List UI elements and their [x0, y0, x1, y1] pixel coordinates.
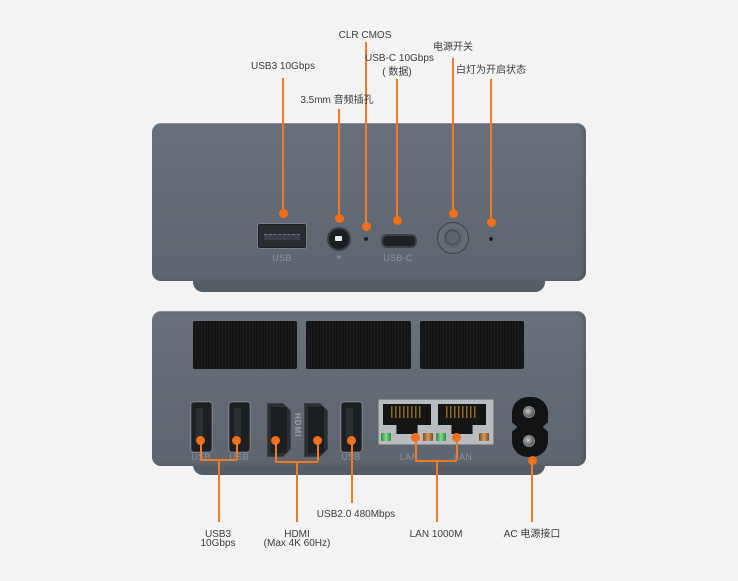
- callout-line-usb2: [351, 440, 353, 503]
- callout-bracket-hdmi-right: [317, 440, 319, 461]
- lan-1-link-led: [381, 433, 391, 441]
- callout-line-usb3-front: [282, 78, 284, 212]
- label-audio-jack: 3.5mm 音频插孔: [300, 95, 374, 106]
- lan-2-link-led: [436, 433, 446, 441]
- lan-2-activity-led: [479, 433, 489, 441]
- clr-cmos-hole: [364, 237, 368, 241]
- label-led-status: 白灯为开启状态: [456, 65, 526, 76]
- front-usbc-label: USB-C: [383, 253, 413, 263]
- rear-usb-label-3: USB: [338, 452, 364, 462]
- headphone-icon: ⚭: [335, 252, 343, 262]
- callout-dot-audio: [334, 213, 344, 223]
- label-hdmi-line2: (Max 4K 60Hz): [263, 538, 331, 549]
- callout-dot-usb3-front: [278, 208, 288, 218]
- callout-line-hdmi: [296, 461, 298, 522]
- ac-pin-bottom: [523, 435, 535, 447]
- callout-line-led: [490, 79, 492, 221]
- label-power-switch: 电源开关: [433, 42, 473, 53]
- label-usb3-rear-line1: USB3: [204, 529, 232, 540]
- callout-dot-led: [486, 217, 496, 227]
- lan-port-1: [383, 404, 431, 434]
- lan-port-2: [438, 404, 486, 434]
- label-usbc-speed: USB-C 10Gbps: [365, 53, 434, 64]
- callout-bracket-usb3-right: [236, 440, 238, 459]
- vent-center: [306, 321, 411, 369]
- callout-line-ac: [531, 460, 533, 522]
- callout-line-lan: [436, 460, 438, 522]
- hdmi-label: HDMI: [293, 413, 302, 438]
- hdmi-port-2: [304, 403, 328, 457]
- callout-dot-usbc: [392, 215, 402, 225]
- rear-usb-label-2: USB: [229, 452, 249, 462]
- callout-line-audio: [338, 109, 340, 217]
- label-usbc-data: ( 数据): [382, 67, 412, 78]
- label-usb3-rear-line2: 10Gbps: [200, 538, 236, 549]
- lan-label-1: LAN: [399, 452, 419, 462]
- label-hdmi-line1: HDMI: [284, 529, 310, 540]
- label-usb3-front: USB3 10Gbps: [251, 61, 315, 72]
- vent-right: [420, 321, 524, 369]
- label-usb2: USB2.0 480Mbps: [316, 509, 396, 520]
- status-led: [489, 237, 493, 241]
- rear-usb3-port-1: [191, 402, 212, 452]
- callout-bracket-lan-right: [456, 437, 458, 460]
- callout-bracket-hdmi-left: [275, 440, 277, 461]
- rear-usb2-port: [341, 402, 362, 452]
- ac-power-inlet: [512, 397, 548, 457]
- lan-1-activity-led: [423, 433, 433, 441]
- hdmi-port-1: [267, 403, 291, 457]
- front-device-body: [152, 123, 586, 281]
- front-usb-label: USB: [272, 253, 292, 263]
- label-ac-power: AC 电源接口: [503, 529, 561, 540]
- callout-line-usb3-rear: [218, 459, 220, 522]
- label-lan: LAN 1000M: [409, 529, 463, 540]
- callout-bracket-lan-left: [415, 437, 417, 460]
- vent-left: [193, 321, 297, 369]
- callout-dot-power: [448, 208, 458, 218]
- lan-label-2: LAN: [453, 452, 473, 462]
- lan-ports: [378, 399, 494, 445]
- power-button: [437, 222, 469, 254]
- rear-usb3-port-2: [229, 402, 250, 452]
- label-clr-cmos: CLR CMOS: [338, 30, 392, 41]
- callout-line-clr-cmos: [365, 42, 367, 226]
- callout-line-usbc: [396, 79, 398, 219]
- callout-dot-clr-cmos: [361, 221, 371, 231]
- front-usb-a-port: [258, 224, 306, 248]
- audio-jack: [327, 227, 351, 251]
- front-usb-c-port: [381, 234, 417, 248]
- callout-line-power: [452, 58, 454, 212]
- callout-bracket-usb3-left: [200, 440, 202, 459]
- ac-pin-top: [523, 406, 535, 418]
